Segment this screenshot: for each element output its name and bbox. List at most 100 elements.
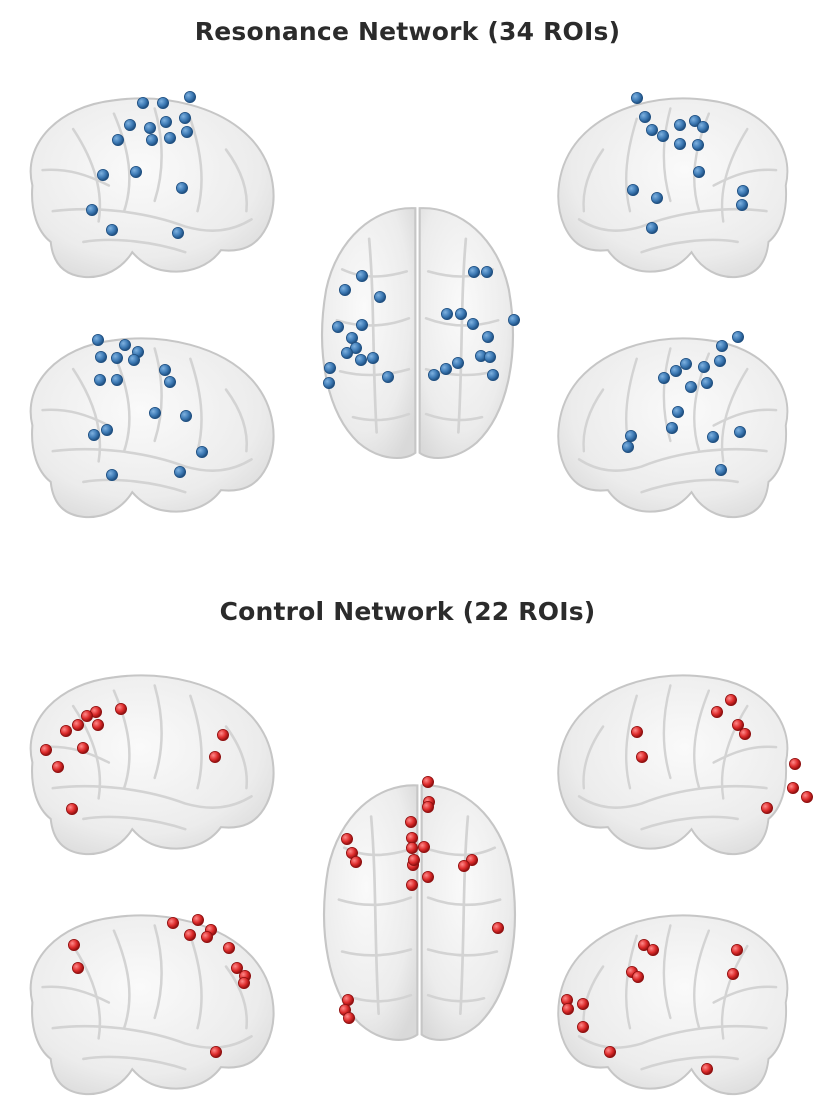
control-right-lateral-brain — [557, 674, 789, 856]
resonance-roi-node — [171, 226, 184, 239]
resonance-roi-node — [657, 129, 670, 142]
control-roi-node — [200, 931, 213, 944]
control-roi-node — [216, 729, 229, 742]
control-roi-node — [711, 706, 724, 719]
control-roi-node — [789, 758, 802, 771]
resonance-roi-node — [440, 307, 453, 320]
control-roi-node — [421, 801, 434, 814]
resonance-roi-node — [716, 339, 729, 352]
control-roi-node — [68, 939, 81, 952]
control-roi-node — [631, 726, 644, 739]
resonance-roi-node — [707, 430, 720, 443]
resonance-roi-node — [323, 361, 336, 374]
resonance-roi-node — [658, 371, 671, 384]
resonance-roi-node — [427, 368, 440, 381]
resonance-roi-node — [163, 375, 176, 388]
resonance-roi-node — [349, 341, 362, 354]
resonance-roi-node — [156, 97, 169, 110]
resonance-roi-node — [625, 429, 638, 442]
resonance-roi-node — [340, 346, 353, 359]
resonance-roi-node — [737, 184, 750, 197]
control-roi-node — [421, 871, 434, 884]
resonance-right-lateral-brain — [557, 97, 789, 279]
control-roi-node — [405, 832, 418, 845]
resonance-roi-node — [338, 283, 351, 296]
control-roi-node — [208, 751, 221, 764]
resonance-roi-node — [736, 198, 749, 211]
resonance-roi-node — [639, 111, 652, 124]
resonance-roi-node — [322, 376, 335, 389]
control-roi-node — [731, 944, 744, 957]
resonance-roi-node — [163, 131, 176, 144]
control-roi-node — [40, 744, 53, 757]
resonance-roi-node — [355, 269, 368, 282]
resonance-roi-node — [112, 133, 125, 146]
resonance-roi-node — [331, 320, 344, 333]
resonance-roi-node — [183, 91, 196, 104]
control-roi-node — [237, 977, 250, 990]
resonance-roi-node — [355, 318, 368, 331]
control-roi-node — [77, 742, 90, 755]
control-roi-node — [801, 791, 814, 804]
resonance-roi-node — [685, 380, 698, 393]
control-roi-node — [166, 917, 179, 930]
resonance-roi-node — [646, 124, 659, 137]
control-roi-node — [209, 1046, 222, 1059]
resonance-roi-node — [734, 425, 747, 438]
resonance-roi-node — [483, 350, 496, 363]
resonance-roi-node — [127, 353, 140, 366]
resonance-roi-node — [666, 421, 679, 434]
control-roi-node — [230, 962, 243, 975]
resonance-roi-node — [467, 265, 480, 278]
control-roi-node — [636, 751, 649, 764]
control-roi-node — [421, 776, 434, 789]
resonance-roi-node — [698, 360, 711, 373]
resonance-roi-node — [507, 313, 520, 326]
resonance-roi-node — [366, 351, 379, 364]
control-roi-node — [701, 1063, 714, 1076]
resonance-roi-node — [697, 121, 710, 134]
control-network-title: Control Network (22 ROIs) — [219, 597, 596, 626]
resonance-roi-node — [631, 92, 644, 105]
resonance-roi-node — [86, 203, 99, 216]
control-roi-node — [562, 1003, 575, 1016]
control-roi-node — [725, 694, 738, 707]
resonance-roi-node — [180, 126, 193, 139]
control-roi-node — [191, 914, 204, 927]
control-roi-node — [72, 719, 85, 732]
resonance-roi-node — [111, 351, 124, 364]
control-roi-node — [739, 728, 752, 741]
resonance-roi-node — [145, 133, 158, 146]
resonance-roi-node — [124, 119, 137, 132]
resonance-roi-node — [732, 330, 745, 343]
resonance-roi-node — [178, 112, 191, 125]
control-roi-node — [491, 922, 504, 935]
control-roi-node — [407, 854, 420, 867]
resonance-roi-node — [439, 362, 452, 375]
control-roi-node — [66, 803, 79, 816]
resonance-roi-node — [173, 465, 186, 478]
control-roi-node — [787, 782, 800, 795]
resonance-roi-node — [672, 405, 685, 418]
resonance-roi-node — [95, 350, 108, 363]
control-roi-node — [465, 854, 478, 867]
control-right-medial-brain — [557, 914, 789, 1096]
resonance-roi-node — [480, 265, 493, 278]
resonance-roi-node — [466, 317, 479, 330]
resonance-roi-node — [129, 165, 142, 178]
control-roi-node — [349, 856, 362, 869]
resonance-roi-node — [159, 116, 172, 129]
control-roi-node — [115, 703, 128, 716]
control-roi-node — [404, 816, 417, 829]
control-roi-node — [341, 994, 354, 1007]
control-roi-node — [604, 1046, 617, 1059]
control-roi-node — [72, 962, 85, 975]
control-roi-node — [405, 879, 418, 892]
roi-nodes — [40, 91, 814, 1076]
control-roi-node — [732, 719, 745, 732]
resonance-roi-node — [627, 183, 640, 196]
control-dorsal-brain — [323, 784, 516, 1041]
control-roi-node — [222, 942, 235, 955]
resonance-left-medial-brain — [29, 337, 275, 519]
